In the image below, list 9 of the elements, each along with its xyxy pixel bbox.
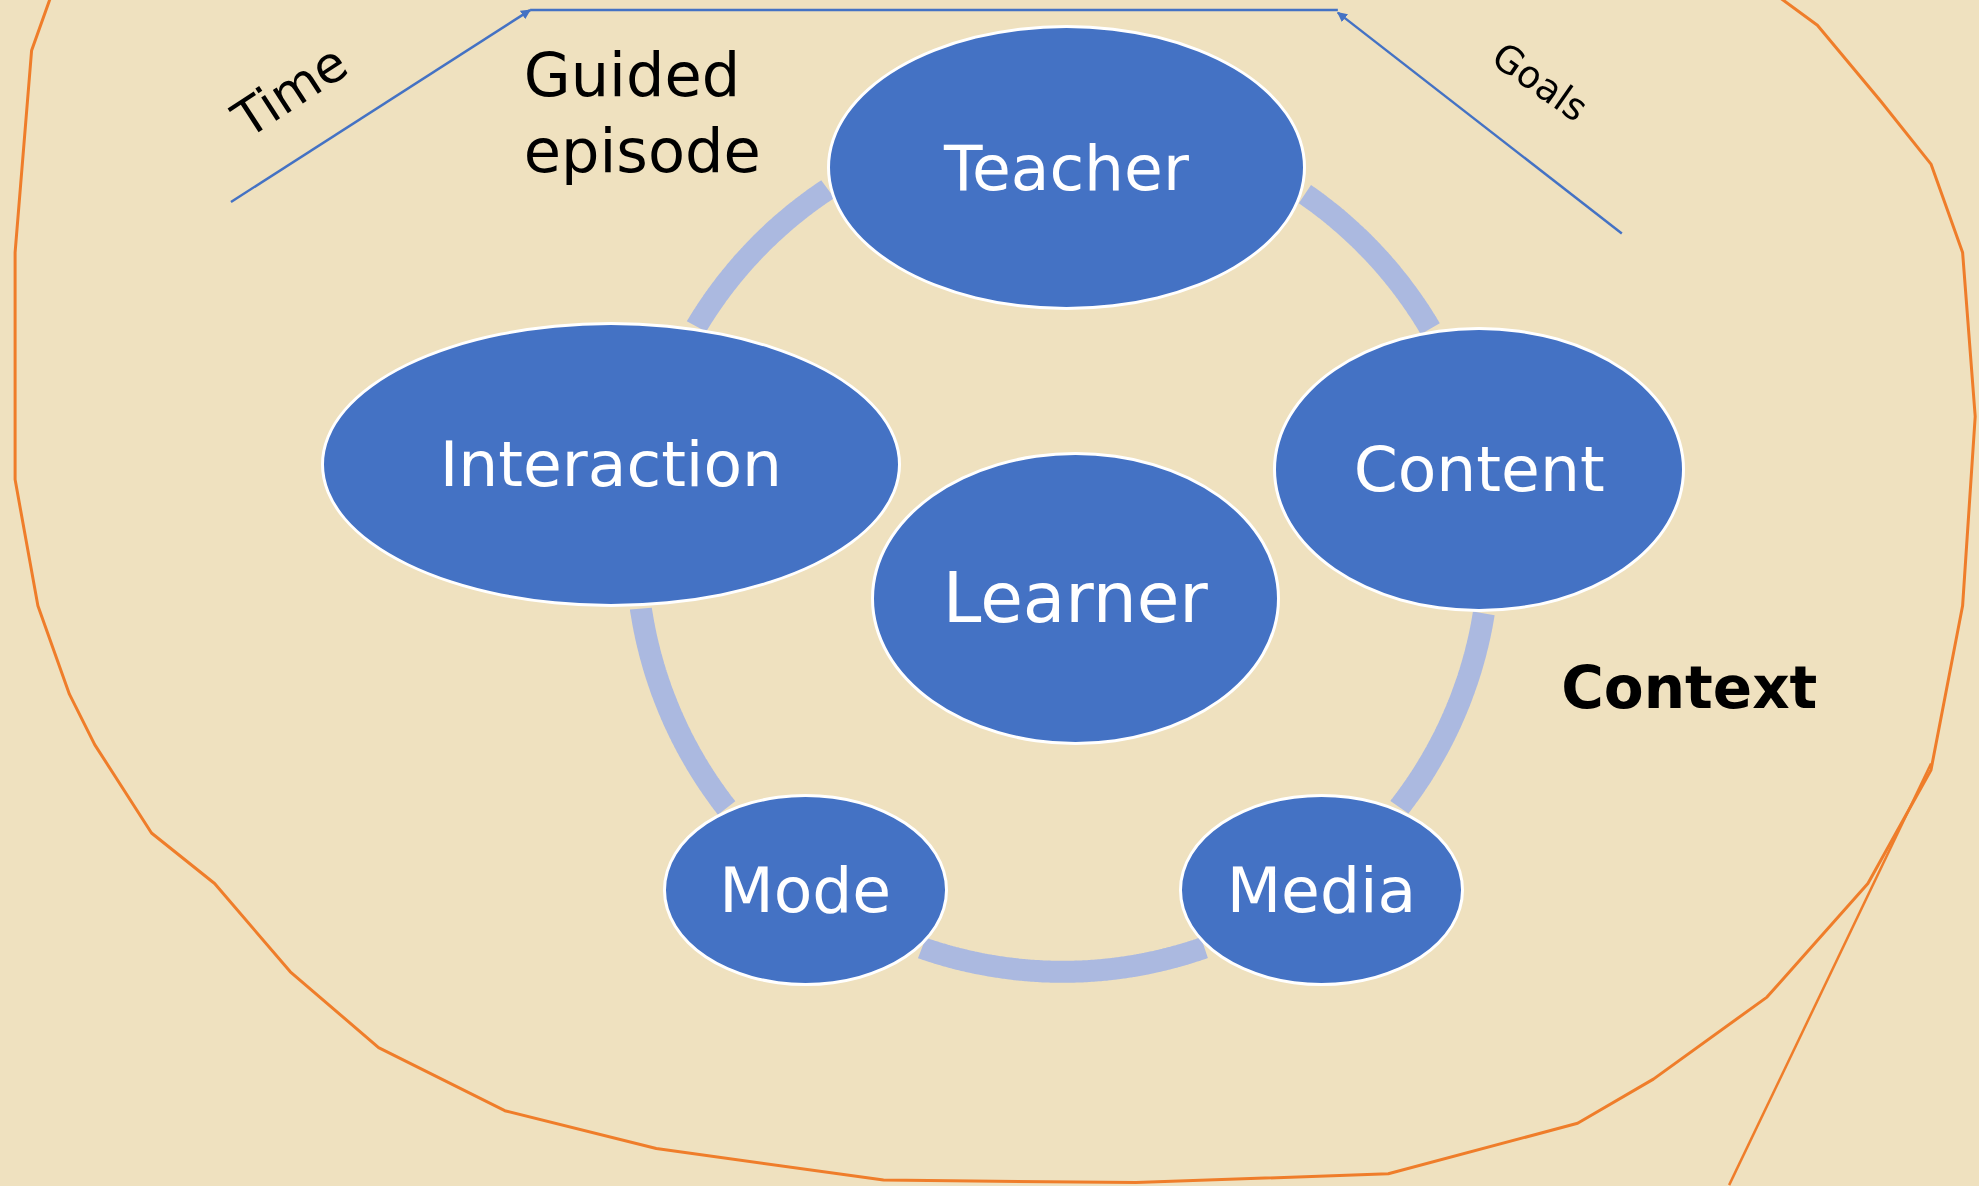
episode-label: Guided episode	[523, 38, 762, 188]
node-label: Interaction	[439, 427, 782, 502]
node-label: Media	[1226, 852, 1417, 927]
node-label: Content	[1353, 432, 1605, 507]
node-label: Mode	[719, 852, 892, 927]
axis-label: Time	[222, 32, 359, 150]
node-label: Learner	[942, 558, 1208, 639]
region-label: Context	[1561, 653, 1818, 722]
node-label: Teacher	[944, 130, 1189, 205]
